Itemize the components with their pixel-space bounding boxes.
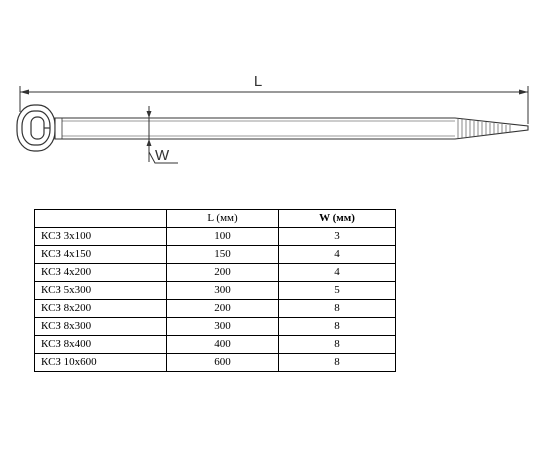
cell-length: 200 — [166, 263, 279, 282]
table-row: КСЗ 8х300 300 8 — [34, 317, 396, 336]
cell-model: КСЗ 8х400 — [34, 335, 167, 354]
cell-model: КСЗ 3х100 — [34, 227, 167, 246]
cell-length: 300 — [166, 317, 279, 336]
cell-model: КСЗ 8х300 — [34, 317, 167, 336]
table-row: КСЗ 5х300 300 5 — [34, 281, 396, 300]
cell-width: 5 — [278, 281, 396, 300]
header-length: L (мм) — [166, 209, 279, 228]
cable-tie-drawing: L W — [16, 73, 529, 164]
cell-length: 100 — [166, 227, 279, 246]
header-width: W (мм) — [278, 209, 396, 228]
table-header-row: L (мм) W (мм) — [34, 209, 396, 228]
header-model — [34, 209, 167, 228]
table-row: КСЗ 8х200 200 8 — [34, 299, 396, 318]
tie-strap — [54, 117, 529, 140]
cell-model: КСЗ 10х600 — [34, 353, 167, 372]
cell-width: 4 — [278, 245, 396, 264]
cell-length: 300 — [166, 281, 279, 300]
cell-length: 150 — [166, 245, 279, 264]
tie-head — [16, 104, 56, 152]
cell-width: 8 — [278, 353, 396, 372]
table-row: КСЗ 4х200 200 4 — [34, 263, 396, 282]
tie-tail-serrations — [457, 119, 511, 138]
table-row: КСЗ 4х150 150 4 — [34, 245, 396, 264]
cell-length: 200 — [166, 299, 279, 318]
width-label: W — [155, 147, 170, 164]
cell-width: 3 — [278, 227, 396, 246]
table-row: КСЗ 3х100 100 3 — [34, 227, 396, 246]
cell-length: 400 — [166, 335, 279, 354]
cell-width: 8 — [278, 317, 396, 336]
cell-model: КСЗ 4х200 — [34, 263, 167, 282]
cell-length: 600 — [166, 353, 279, 372]
table-row: КСЗ 8х400 400 8 — [34, 335, 396, 354]
table-row: КСЗ 10х600 600 8 — [34, 353, 396, 372]
cell-width: 8 — [278, 299, 396, 318]
cell-model: КСЗ 4х150 — [34, 245, 167, 264]
cell-model: КСЗ 8х200 — [34, 299, 167, 318]
cell-width: 4 — [278, 263, 396, 282]
spec-table: L (мм) W (мм) КСЗ 3х100 100 3 КСЗ 4х150 … — [34, 209, 396, 372]
cell-model: КСЗ 5х300 — [34, 281, 167, 300]
cell-width: 8 — [278, 335, 396, 354]
length-label: L — [254, 73, 262, 90]
width-dimension — [146, 106, 178, 164]
length-dimension — [19, 86, 529, 124]
